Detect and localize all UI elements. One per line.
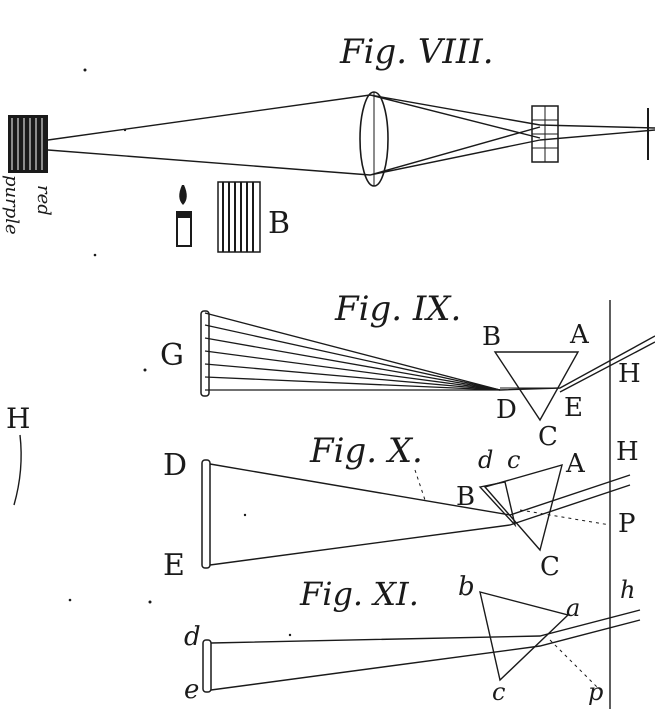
striped-plate (217, 181, 261, 253)
label-A-fig10: A (565, 449, 586, 479)
left-margin-mark: H (6, 402, 30, 506)
label-H-fig9: H (618, 359, 641, 389)
label-A-fig9: A (569, 320, 590, 350)
fig10-caption: Fig. X. (309, 431, 423, 471)
figure-10: Fig. X. D E d c B A C H P (163, 431, 639, 583)
figure-9: Fig. IX. G B A D E C H (160, 289, 655, 452)
label-d-fig11: d (184, 622, 201, 652)
label-a-fig11: a (566, 594, 580, 622)
label-H-fig10: H (616, 437, 639, 467)
label-E-fig10: E (163, 548, 185, 583)
fig11-rays (210, 609, 641, 691)
label-B-fig8: B (268, 206, 290, 241)
fig10-prism (483, 463, 563, 552)
label-h-fig11: h (620, 576, 635, 604)
fig9-ray-fan (204, 312, 501, 391)
fig10-rays (209, 463, 631, 566)
spectrum-block (8, 115, 48, 173)
label-c-fig11: c (492, 678, 505, 706)
fig9-prism (493, 351, 580, 422)
fig8-screen (531, 105, 649, 163)
figure-8: Fig. VIII. red purple (1, 32, 655, 253)
label-B-fig10: B (456, 482, 475, 512)
fig11-prism (479, 591, 570, 682)
label-d-fig10: d (478, 446, 493, 474)
fig8-caption: Fig. VIII. (339, 32, 494, 72)
fig9-emergent-ray (499, 335, 655, 393)
label-B-fig9: B (482, 322, 501, 352)
margin-word-red: red (33, 185, 54, 216)
fig8-rays (47, 94, 655, 176)
paper-specks (68, 68, 292, 637)
fig10-small-prism (478, 481, 517, 528)
label-P-fig10: P (618, 509, 636, 539)
candle-icon (176, 185, 192, 247)
fig11-caption: Fig. XI. (299, 575, 419, 613)
margin-word-purple: purple (1, 175, 22, 235)
label-e-fig11: e (184, 675, 199, 705)
label-D-fig10: D (163, 448, 187, 483)
label-C-fig10: C (540, 552, 560, 582)
label-p-fig11: p (588, 678, 603, 706)
label-E-fig9: E (564, 393, 583, 423)
label-H-left: H (6, 402, 30, 435)
label-c-fig10: c (507, 446, 520, 474)
figure-11: Fig. XI. d e b a c h p (184, 572, 641, 706)
fig9-caption: Fig. IX. (334, 289, 461, 329)
label-D-fig9: D (496, 395, 517, 425)
label-G: G (160, 338, 184, 373)
label-b-fig11: b (458, 572, 475, 602)
label-C-fig9: C (538, 422, 558, 452)
